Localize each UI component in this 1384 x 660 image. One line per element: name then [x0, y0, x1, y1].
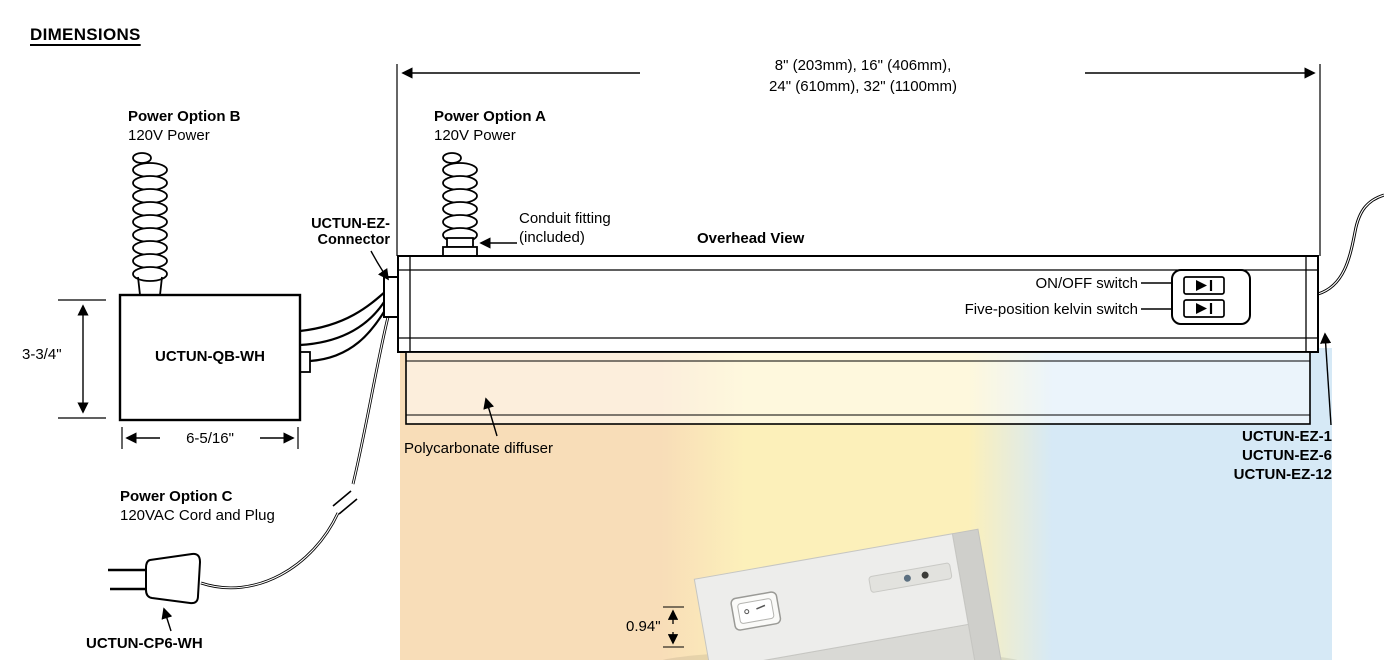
flex-conduit-a — [442, 152, 478, 243]
plug-leader-arrow — [161, 607, 173, 632]
conduit-fitting — [442, 237, 478, 257]
on-off-switch-label: ON/OFF switch — [1035, 275, 1138, 292]
kelvin-switch-icon — [1183, 299, 1225, 318]
connector-leader-arrow — [370, 250, 389, 281]
fixture-overhead-view — [397, 255, 1319, 353]
overall-length-dim-text: 8" (203mm), 16" (406mm), 24" (610mm), 32… — [640, 55, 1086, 97]
model-number-1: UCTUN-EZ-1 — [1242, 428, 1332, 445]
driver-box-label: UCTUN-QB-WH — [155, 348, 265, 365]
power-option-b-subtitle: 120V Power — [128, 127, 210, 144]
power-option-b-title: Power Option B — [128, 108, 241, 125]
power-option-a-subtitle: 120V Power — [434, 127, 516, 144]
overall-length-dim-line2: 24" (610mm), 32" (1100mm) — [769, 78, 957, 95]
driver-box-wires — [299, 290, 388, 363]
box-height-dim-text: 3-3/4" — [22, 346, 62, 363]
kelvin-switch-label: Five-position kelvin switch — [964, 301, 1138, 318]
120vac-plug — [108, 552, 202, 605]
box-height-dimension — [58, 299, 106, 419]
polycarbonate-diffuser — [405, 351, 1311, 425]
box-width-dimension — [121, 427, 299, 449]
flex-conduit-b — [132, 152, 168, 296]
conduit-fitting-note-line1: Conduit fitting — [519, 210, 611, 227]
ez-connector — [383, 276, 399, 318]
model-numbers: UCTUN-EZ-1 UCTUN-EZ-6 UCTUN-EZ-12 — [1228, 427, 1332, 484]
screw-dot — [921, 571, 929, 579]
conduit-fitting-note: Conduit fitting (included) — [519, 209, 611, 247]
page-title: DIMENSIONS — [30, 25, 141, 44]
driver-box — [118, 293, 311, 422]
product-photo — [662, 528, 1018, 660]
leader-arrows — [161, 237, 1332, 632]
power-option-c-title: Power Option C — [120, 488, 233, 505]
overall-length-dimension — [396, 64, 1321, 256]
ez-connector-label: UCTUN-EZ- Connector — [266, 216, 390, 248]
rocker-switch — [730, 591, 782, 631]
conduit-fitting-note-line2: (included) — [519, 229, 585, 246]
switch-panel — [1141, 269, 1251, 325]
model-number-3: UCTUN-EZ-12 — [1233, 466, 1332, 483]
ez-connector-label-line1: UCTUN-EZ- — [311, 216, 390, 232]
power-option-c-subtitle: 120VAC Cord and Plug — [120, 507, 275, 524]
ez-connector-label-line2: Connector — [317, 232, 391, 248]
cord-plug-part-number: UCTUN-CP6-WH — [86, 635, 203, 652]
profile-height-dim-text: 0.94" — [626, 618, 661, 635]
power-option-a-title: Power Option A — [434, 108, 546, 125]
diffuser-label: Polycarbonate diffuser — [404, 440, 553, 457]
diffuser-leader-arrow — [483, 397, 498, 437]
indicator-dot — [903, 574, 911, 582]
right-end-power-cord — [1317, 193, 1384, 296]
overhead-view-label: Overhead View — [697, 230, 805, 247]
box-width-dim-text: 6-5/16" — [186, 430, 234, 447]
profile-height-dimension — [663, 606, 684, 648]
cord-and-plug-cable — [200, 316, 390, 590]
model-number-2: UCTUN-EZ-6 — [1242, 447, 1332, 464]
on-off-switch-icon — [1183, 276, 1225, 295]
overall-length-dim-line1: 8" (203mm), 16" (406mm), — [774, 57, 952, 74]
models-leader-arrow — [1320, 332, 1332, 426]
